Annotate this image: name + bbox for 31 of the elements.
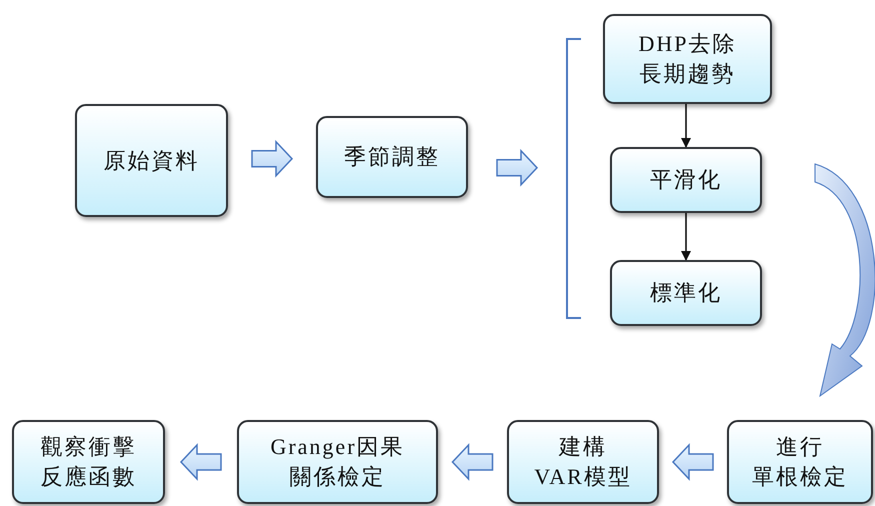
block-arrow	[251, 140, 294, 178]
process-box	[727, 420, 873, 504]
box-label: 進行	[776, 433, 824, 462]
process-box	[316, 116, 468, 198]
box-label: Granger因果	[270, 433, 405, 462]
process-box	[237, 420, 438, 504]
box-label: VAR模型	[534, 463, 632, 491]
process-box	[610, 147, 762, 213]
box-label: DHP去除長期趨勢	[637, 30, 738, 88]
arrow	[681, 213, 691, 261]
box-label: 關係檢定	[290, 463, 386, 491]
block-arrow	[672, 443, 714, 481]
group-bracket	[566, 38, 582, 319]
box-label: 反應函數	[40, 463, 136, 491]
process-box	[610, 260, 762, 326]
box-label: 季節調整	[344, 143, 440, 172]
box-label: 標準化	[650, 279, 722, 308]
curved-arrow	[814, 164, 875, 396]
process-box	[12, 420, 165, 504]
box-label: 單根檢定	[752, 463, 848, 491]
process-box	[75, 104, 228, 217]
process-box	[507, 420, 659, 504]
box-label: 建構	[559, 433, 607, 462]
block-arrow	[451, 443, 494, 481]
process-box	[603, 14, 772, 104]
box-label: 觀察衝擊	[40, 433, 136, 462]
box-label: 原始資料	[104, 146, 200, 175]
block-arrow	[496, 148, 538, 187]
block-arrow	[180, 443, 222, 481]
box-label: 平滑化	[650, 166, 722, 194]
arrow	[681, 104, 691, 148]
